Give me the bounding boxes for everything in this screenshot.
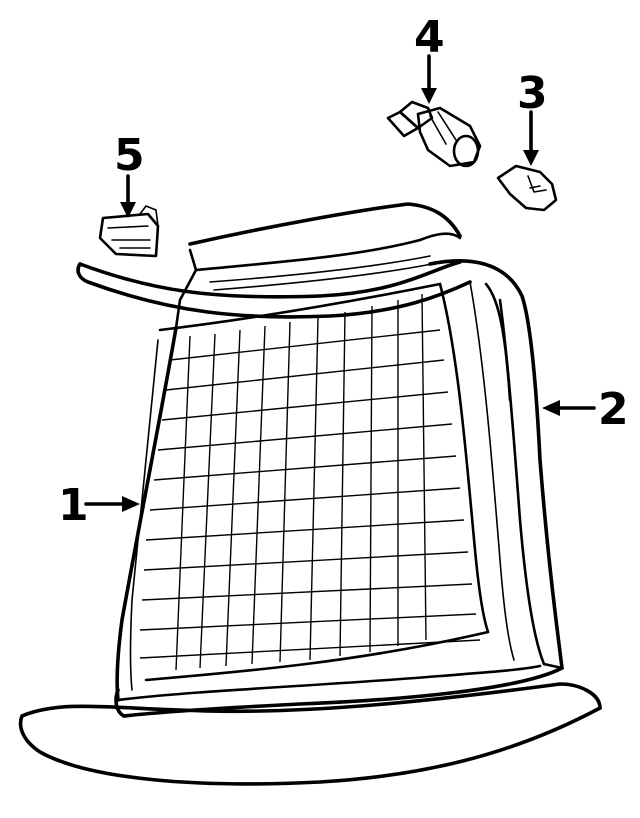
leader-4 — [421, 54, 437, 104]
callout-1: 1 — [58, 480, 89, 531]
part-3-bulb — [496, 164, 558, 212]
bottom-trim — [18, 682, 602, 786]
callout-3: 3 — [517, 68, 548, 119]
part-5-clip — [98, 205, 160, 258]
leader-5 — [120, 174, 136, 218]
lens-grid — [139, 293, 481, 671]
leader-3 — [523, 110, 539, 166]
top-trim — [76, 202, 472, 319]
callout-5: 5 — [114, 130, 145, 181]
part-4-socket — [386, 100, 482, 168]
leader-2 — [542, 400, 596, 416]
part-1-lens — [115, 232, 542, 702]
callout-4: 4 — [414, 12, 445, 63]
part-2-housing — [114, 259, 564, 718]
callout-2: 2 — [598, 384, 629, 435]
leader-1 — [84, 496, 140, 512]
